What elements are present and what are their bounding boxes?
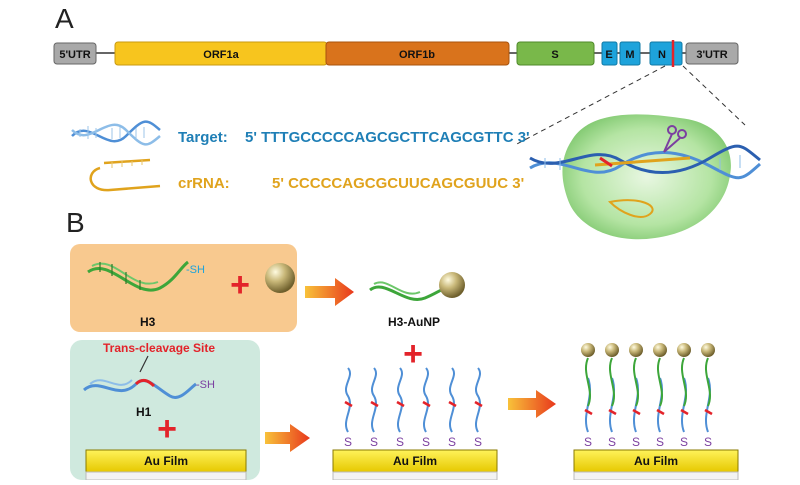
- scissors-icon: [663, 125, 687, 153]
- arrow-to-final-film: [508, 390, 556, 418]
- h3-label: H3: [140, 315, 156, 329]
- h1-strand-on-film: S: [396, 367, 405, 449]
- e-block: [601, 41, 618, 66]
- h1-box: [70, 340, 260, 480]
- h1-strand-on-film: S: [448, 367, 457, 449]
- au-film-3-label: Au Film: [634, 454, 678, 468]
- n-block: [649, 41, 683, 66]
- utr5-block: [53, 42, 97, 65]
- genome-map: 5'UTR ORF1a ORF1b S E M N 3'UTR: [53, 40, 739, 67]
- substrate-1: [85, 471, 247, 481]
- arrow-to-h3-aunp: [305, 278, 354, 306]
- gold-nanoparticle: [581, 343, 595, 357]
- m-label: M: [625, 49, 634, 61]
- substrate-2: [332, 471, 498, 481]
- h1-strand-on-film: S: [474, 367, 483, 449]
- plus-sign-2: +: [403, 335, 423, 373]
- h1-strand-on-film: S: [344, 367, 353, 449]
- orf1a-label: ORF1a: [203, 49, 239, 61]
- h3-aunp-conjugate: [369, 272, 465, 301]
- trans-cleavage-label: Trans-cleavage Site: [103, 341, 215, 355]
- e-label: E: [605, 49, 612, 61]
- target-dna-icon: [71, 120, 161, 146]
- h1-label: H1: [136, 405, 152, 419]
- crrna-label: crRNA:: [178, 175, 230, 192]
- gold-nanoparticle: [701, 343, 715, 357]
- h1-sh-group: -SH: [196, 379, 215, 391]
- orf1b-label: ORF1b: [399, 49, 435, 61]
- h3-aunp-label: H3-AuNP: [388, 315, 440, 329]
- s-anchor-label: S: [344, 435, 352, 449]
- h1-h3-aunp-strand: S: [653, 343, 667, 449]
- h1-h3-aunp-strand: S: [605, 343, 619, 449]
- utr3-block: [685, 42, 739, 65]
- crrna-sequence: 5' CCCCCAGCGCUUCAGCGUUC 3': [272, 175, 524, 192]
- target-label: Target:: [178, 129, 228, 146]
- s-anchor-label: S: [448, 435, 456, 449]
- s-anchor-label: S: [396, 435, 404, 449]
- substrate-3: [573, 471, 739, 481]
- zoom-line-left: [514, 65, 666, 146]
- crrna-icon: [89, 158, 161, 192]
- s-anchor-label: S: [422, 435, 430, 449]
- h1-h3-aunp-strand: S: [629, 343, 643, 449]
- s-anchor-label: S: [680, 435, 688, 449]
- h1-strand-on-film: S: [422, 367, 431, 449]
- h1-h3-aunp-strand: S: [701, 343, 715, 449]
- h1-hairpin: [83, 378, 197, 399]
- h1-strand-on-film: S: [370, 367, 379, 449]
- target-sequence: 5' TTTGCCCCCAGCGCTTCAGCGTTC 3': [245, 129, 530, 146]
- gold-nanoparticle: [653, 343, 667, 357]
- s-label: S: [551, 49, 558, 61]
- gold-nanoparticle: [677, 343, 691, 357]
- s-anchor-label: S: [632, 435, 640, 449]
- h3-sh-group: -SH: [186, 264, 205, 276]
- plus-sign-3: +: [157, 410, 177, 448]
- panel-b-label: B: [66, 207, 85, 238]
- au-film-2-label: Au Film: [393, 454, 437, 468]
- cas12a-complex: [529, 114, 762, 240]
- plus-sign-1: +: [230, 266, 250, 304]
- m-block: [619, 41, 641, 66]
- s-anchor-label: S: [656, 435, 664, 449]
- s-anchor-label: S: [704, 435, 712, 449]
- s-anchor-label: S: [584, 435, 592, 449]
- trans-cleavage-pointer: [139, 355, 149, 373]
- utr3-label: 3'UTR: [696, 49, 727, 61]
- h1-h3-aunp-strand: S: [677, 343, 691, 449]
- orf1b-block: [325, 41, 510, 66]
- s-anchor-label: S: [608, 435, 616, 449]
- gold-nanoparticle-1: [265, 263, 295, 293]
- s-anchor-label: S: [474, 435, 482, 449]
- s-block: [516, 41, 595, 66]
- zoom-line-right: [682, 65, 746, 126]
- gold-nanoparticle: [629, 343, 643, 357]
- gold-nanoparticle: [605, 343, 619, 357]
- s-anchor-label: S: [370, 435, 378, 449]
- n-label: N: [658, 49, 666, 61]
- h3-hairpin: [87, 260, 189, 292]
- arrow-to-modified-film: [265, 424, 310, 452]
- utr5-label: 5'UTR: [59, 49, 90, 61]
- h1-h3-aunp-strand: S: [581, 343, 595, 449]
- h3-box: [70, 244, 297, 332]
- au-film-1-label: Au Film: [144, 454, 188, 468]
- panel-a-label: A: [55, 3, 74, 34]
